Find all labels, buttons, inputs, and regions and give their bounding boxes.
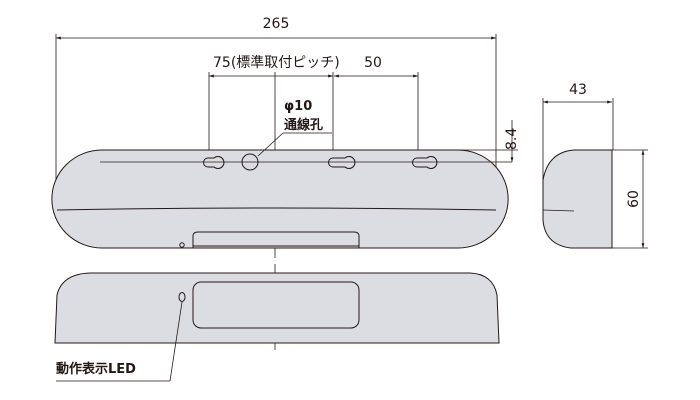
front-view: φ10 通線孔 [51, 99, 512, 249]
keyhole-slot [203, 156, 225, 169]
wiring-hole [241, 153, 259, 171]
display-window [192, 281, 360, 329]
led-label: 動作表示LED [56, 361, 136, 377]
mounting-pitch-dimension: 75(標準取付ピッチ) 50 [208, 55, 419, 174]
hole-offset-dimension: 8.4 [458, 120, 520, 162]
height-label: 60 [626, 190, 642, 208]
hole-offset-label: 8.4 [504, 128, 520, 150]
hole-spacing-label: 50 [364, 55, 382, 71]
depth-label: 43 [569, 82, 587, 98]
side-view: 43 60 [542, 82, 648, 249]
wiring-hole-label: 通線孔 [284, 117, 323, 133]
led-indicator-front [179, 242, 185, 248]
bottom-view: 動作表示LED [54, 272, 500, 382]
overall-width-label: 265 [263, 16, 290, 32]
overall-width-dimension: 265 [55, 16, 497, 200]
mounting-pitch-label: 75(標準取付ピッチ) [213, 55, 340, 71]
led-indicator [178, 292, 186, 302]
keyhole-slot [328, 156, 356, 169]
wiring-hole-size-label: φ10 [284, 99, 312, 114]
keyhole-slot [412, 156, 438, 169]
